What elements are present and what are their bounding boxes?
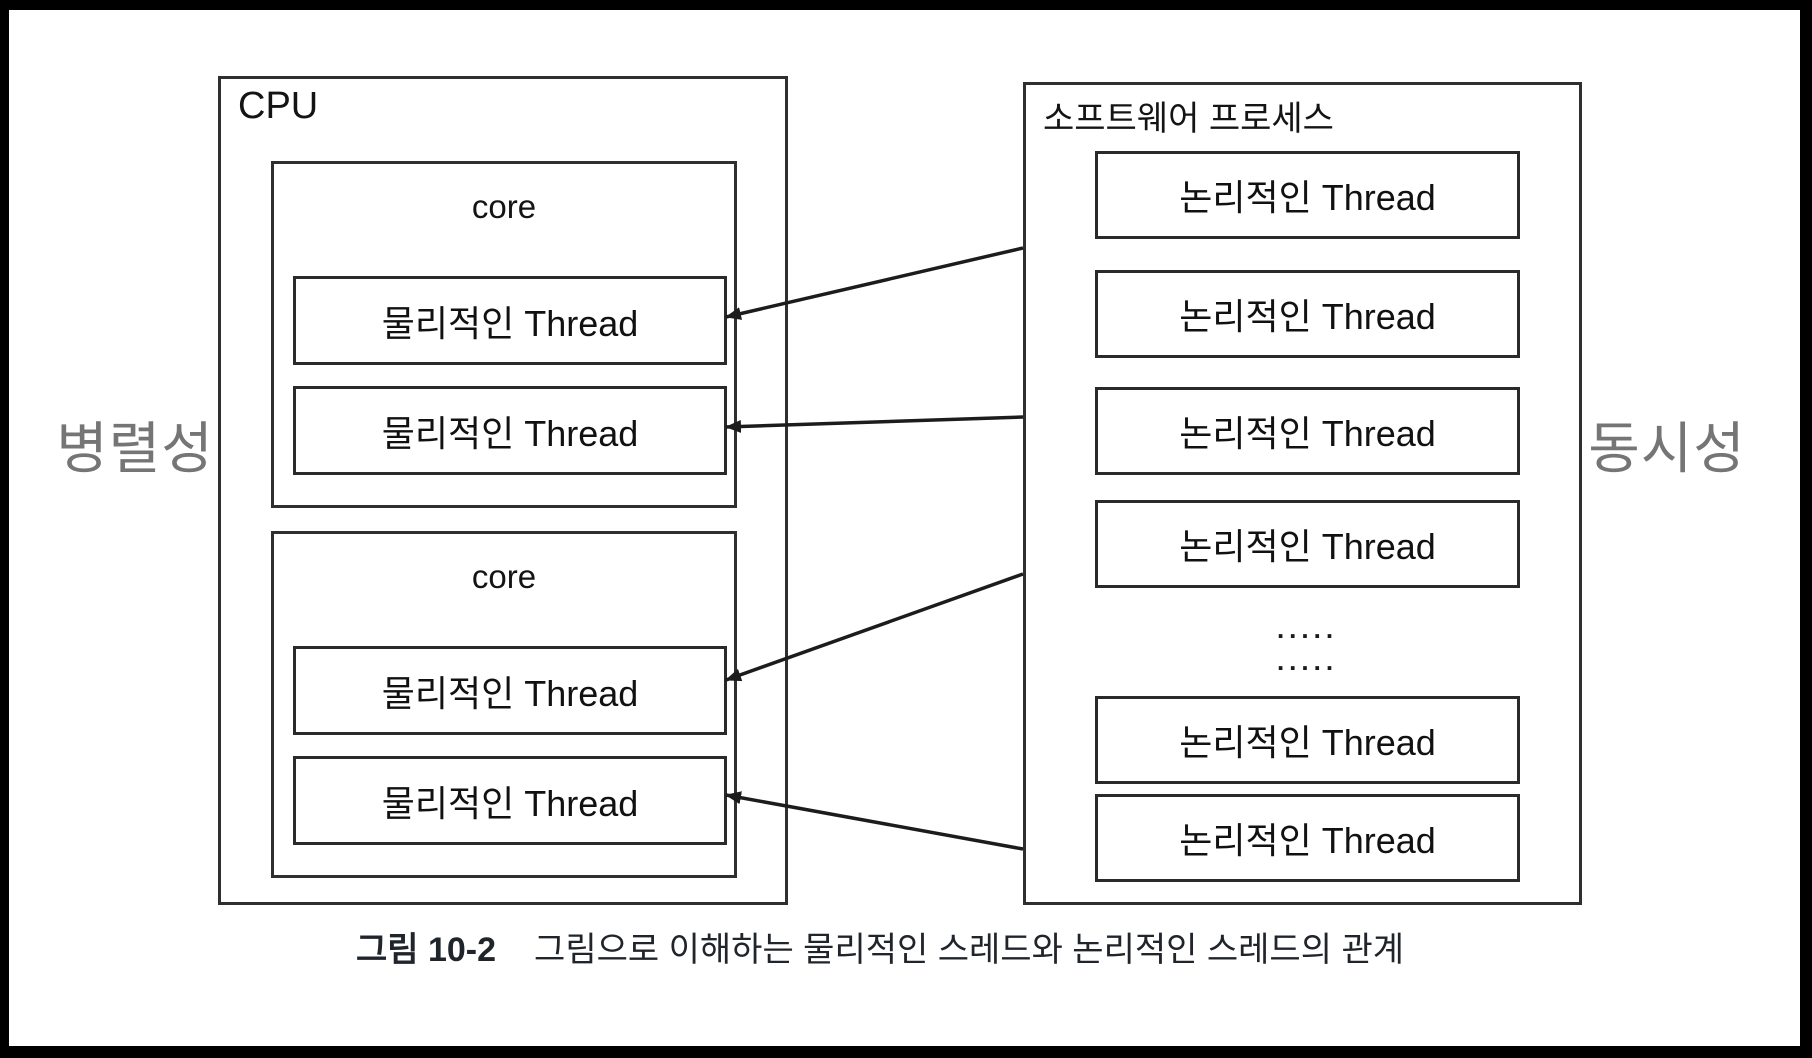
software-process-box: 소프트웨어 프로세스 논리적인 Thread 논리적인 Thread 논리적인 … bbox=[1023, 82, 1582, 905]
ellipsis-row: ..... bbox=[1276, 646, 1339, 676]
cpu-box: CPU core 물리적인 Thread 물리적인 Thread core 물리… bbox=[218, 76, 788, 905]
physical-thread-box: 물리적인 Thread bbox=[293, 276, 727, 365]
core-2-label: core bbox=[471, 558, 537, 595]
more-threads-ellipsis: ..... ..... bbox=[1095, 613, 1520, 677]
physical-thread-box: 물리적인 Thread bbox=[293, 386, 727, 475]
parallelism-label: 병렬성 bbox=[56, 417, 214, 480]
core-box-1: core 물리적인 Thread 물리적인 Thread bbox=[271, 161, 737, 508]
physical-thread-box: 물리적인 Thread bbox=[293, 646, 727, 735]
logical-thread-box: 논리적인 Thread bbox=[1095, 500, 1520, 588]
core-box-2: core 물리적인 Thread 물리적인 Thread bbox=[271, 531, 737, 878]
logical-thread-box: 논리적인 Thread bbox=[1095, 387, 1520, 475]
logical-thread-box: 논리적인 Thread bbox=[1095, 270, 1520, 358]
physical-thread-box: 물리적인 Thread bbox=[293, 756, 727, 845]
logical-thread-box: 논리적인 Thread bbox=[1095, 696, 1520, 784]
software-process-title: 소프트웨어 프로세스 bbox=[1043, 100, 1334, 138]
core-1-label: core bbox=[471, 188, 537, 225]
logical-thread-box: 논리적인 Thread bbox=[1095, 794, 1520, 882]
figure-caption-text: 그림으로 이해하는 물리적인 스레드와 논리적인 스레드의 관계 bbox=[534, 931, 1405, 969]
figure-caption-number: 그림 10-2 bbox=[355, 931, 497, 969]
cpu-title: CPU bbox=[238, 85, 319, 127]
figure-caption: 그림 10-2 그림으로 이해하는 물리적인 스레드와 논리적인 스레드의 관계 bbox=[0, 922, 1760, 971]
ellipsis-row: ..... bbox=[1276, 614, 1339, 644]
concurrency-label: 동시성 bbox=[1588, 417, 1746, 480]
logical-thread-box: 논리적인 Thread bbox=[1095, 151, 1520, 239]
